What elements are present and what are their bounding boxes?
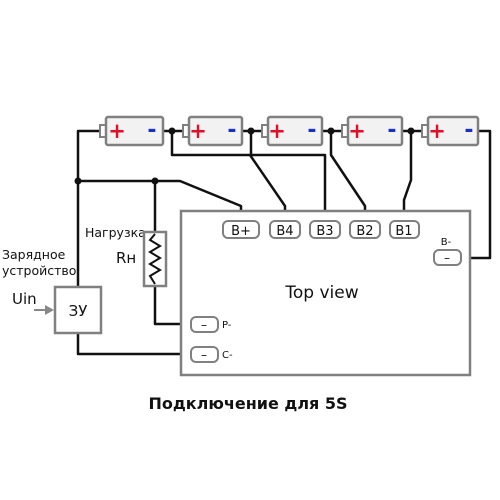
battery-plus-sign: + bbox=[268, 119, 286, 143]
battery-plus-sign: + bbox=[189, 119, 207, 143]
charger-label-line1: Зарядное bbox=[2, 247, 66, 262]
junction-dot bbox=[247, 127, 255, 135]
battery-body bbox=[266, 115, 324, 147]
battery-minus-sign: - bbox=[307, 118, 316, 143]
battery-minus-sign: - bbox=[387, 118, 396, 143]
battery-plus-sign: + bbox=[428, 119, 446, 143]
bminus-label: B- bbox=[441, 237, 452, 248]
battery-5: + - bbox=[421, 115, 480, 147]
pin-label: B1 bbox=[395, 224, 412, 239]
battery-plus-sign: + bbox=[348, 119, 366, 143]
battery-2: + - bbox=[182, 115, 244, 147]
wire-b1 bbox=[402, 131, 413, 221]
wire-b3 bbox=[249, 131, 327, 221]
pin-pad bbox=[309, 220, 341, 239]
pin-pminus: – bbox=[190, 316, 219, 333]
resistor-zigzag-icon bbox=[148, 233, 162, 285]
pin-symbol: – bbox=[201, 318, 207, 332]
pin-pad bbox=[190, 316, 219, 333]
battery-body bbox=[346, 115, 404, 147]
board-title: Top view bbox=[284, 283, 358, 303]
junction-dot bbox=[168, 127, 176, 135]
resistor-body bbox=[142, 230, 168, 288]
pin-label: B4 bbox=[276, 224, 293, 239]
wire-positive-rail bbox=[76, 129, 100, 287]
pin-b4: B4 bbox=[269, 220, 301, 239]
battery-body bbox=[426, 115, 480, 147]
pin-pad bbox=[222, 220, 260, 239]
pin-cminus: – bbox=[190, 346, 219, 363]
pin-pad bbox=[433, 249, 462, 266]
pin-b1: B1 bbox=[389, 220, 420, 239]
charger-box-label: ЗУ bbox=[69, 302, 88, 320]
battery-4: + - bbox=[341, 115, 404, 147]
junction-dot bbox=[74, 177, 82, 185]
battery-1: + - bbox=[99, 115, 165, 147]
pin-pad bbox=[389, 220, 420, 239]
pin-b3: B3 bbox=[309, 220, 341, 239]
junction-dot bbox=[151, 177, 159, 185]
battery-body bbox=[187, 115, 244, 147]
pin-b2: B2 bbox=[349, 220, 381, 239]
junction-dot bbox=[407, 127, 415, 135]
battery-plus-sign: + bbox=[108, 119, 126, 143]
pin-pad bbox=[190, 346, 219, 363]
charger-input-label: Uin bbox=[12, 290, 37, 308]
pin-bminus: – bbox=[433, 249, 462, 266]
charger-box bbox=[53, 285, 103, 335]
battery-body bbox=[104, 115, 165, 147]
pin-bplus: B+ bbox=[222, 220, 260, 239]
wire-bminus bbox=[461, 129, 492, 260]
charger-label-line2: устройство bbox=[2, 263, 76, 278]
resistor-label: Rн bbox=[116, 249, 136, 267]
cminus-label: C- bbox=[222, 350, 233, 361]
pin-pad bbox=[349, 220, 381, 239]
wire-load-bottom bbox=[153, 286, 191, 326]
pin-label: B3 bbox=[316, 224, 333, 239]
diagram-caption: Подключение для 5S bbox=[148, 394, 347, 413]
load-label: Нагрузка bbox=[85, 225, 146, 240]
battery-minus-sign: - bbox=[147, 118, 156, 143]
battery-minus-sign: - bbox=[464, 118, 473, 143]
charger-input-arrow-head bbox=[45, 305, 54, 315]
battery-3: + - bbox=[261, 115, 324, 147]
pin-label: B2 bbox=[356, 224, 373, 239]
pin-label: B+ bbox=[231, 224, 251, 239]
pminus-label: P- bbox=[222, 320, 232, 331]
wire-charger-c bbox=[76, 333, 191, 356]
battery-minus-sign: - bbox=[227, 118, 236, 143]
pin-pad bbox=[269, 220, 301, 239]
junction-dot bbox=[327, 127, 335, 135]
junction-dots bbox=[74, 127, 415, 185]
pin-symbol: – bbox=[201, 348, 207, 362]
pin-symbol: – bbox=[444, 251, 450, 265]
